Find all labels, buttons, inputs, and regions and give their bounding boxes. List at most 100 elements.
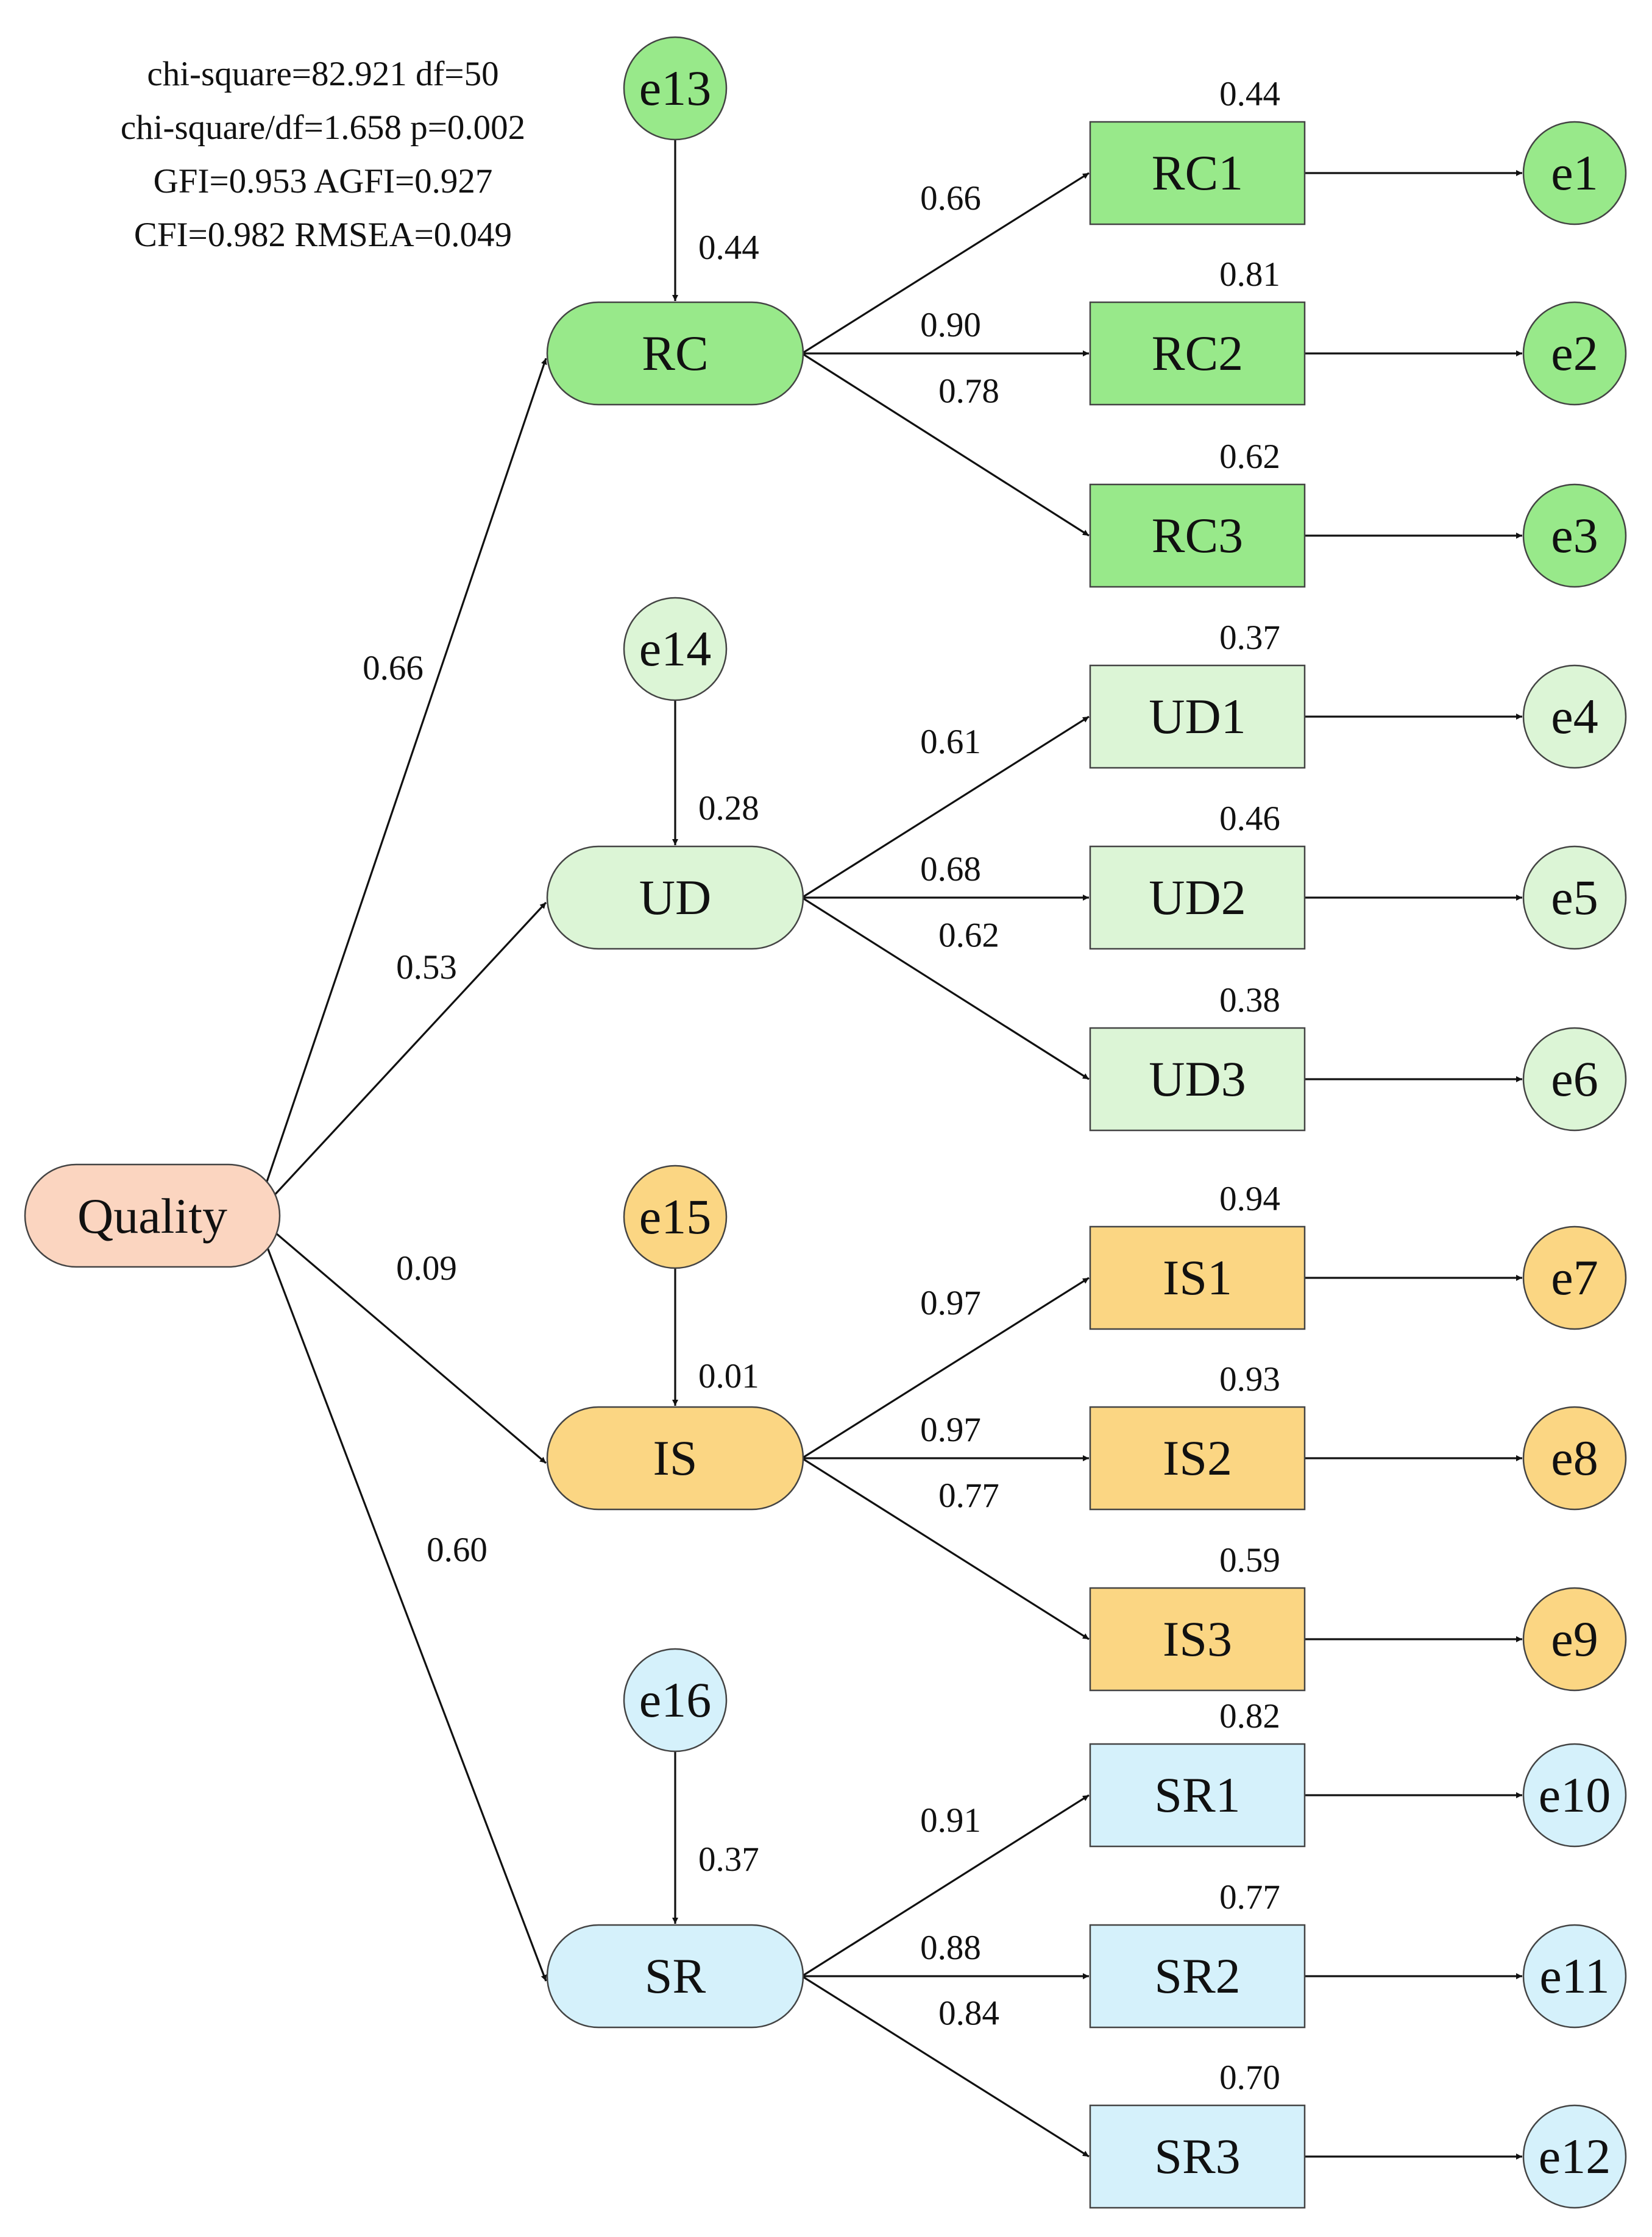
indicator-label: IS3: [1163, 1611, 1232, 1667]
indicator-UD3: UD3: [1089, 1027, 1306, 1132]
error-node-e1: e1: [1522, 121, 1627, 225]
indicator-RC2: RC2: [1089, 301, 1306, 406]
path-arrow-rc: [254, 358, 547, 1216]
error-circle: [1522, 664, 1627, 769]
loading-arrow-RC1: [801, 172, 1090, 355]
error-circle: [1522, 301, 1627, 406]
error-circle: [1522, 1027, 1627, 1132]
error-circle: [1522, 1587, 1627, 1692]
indicator-SR3: SR3: [1089, 2104, 1306, 2209]
loading-arrow-SR3: [801, 1975, 1090, 2158]
error-node-e8: e8: [1522, 1406, 1627, 1511]
r-squared-IS1: 0.94: [1219, 1180, 1280, 1218]
indicator-box: [1089, 1027, 1306, 1132]
error-coefficient-e13: 0.44: [698, 229, 759, 267]
loading-arrow-RC3: [801, 352, 1090, 537]
indicator-IS1: IS1: [1089, 1225, 1306, 1330]
r-squared-IS3: 0.59: [1219, 1541, 1280, 1579]
loading-coefficient-RC3: 0.78: [938, 372, 999, 411]
error-circle: [1522, 1924, 1627, 2029]
indicator-label: RC2: [1152, 325, 1243, 381]
error-circle: [1522, 1225, 1627, 1330]
fit-statistics: chi-square=82.921 df=50 chi-square/df=1.…: [121, 55, 525, 254]
indicator-box: [1089, 2104, 1306, 2209]
loading-coefficient-RC2: 0.90: [920, 306, 981, 344]
path-coefficient-ud: 0.53: [396, 948, 457, 987]
indicator-label: IS1: [1163, 1250, 1232, 1305]
indicator-label: UD2: [1149, 870, 1246, 925]
error-label: e13: [639, 60, 711, 116]
error-label: e11: [1539, 1948, 1609, 2004]
indicator-IS2: IS2: [1089, 1406, 1306, 1511]
indicator-label: SR2: [1154, 1948, 1240, 2004]
indicator-label: SR1: [1154, 1767, 1240, 1823]
path-coefficient-sr: 0.60: [427, 1531, 487, 1569]
indicator-box: [1089, 1743, 1306, 1848]
loading-coefficient-UD1: 0.61: [920, 723, 981, 761]
error-node-e5: e5: [1522, 845, 1627, 950]
indicator-box: [1089, 483, 1306, 588]
error-circle: [1522, 1743, 1627, 1848]
loading-arrow-IS1: [801, 1277, 1090, 1459]
error-node-e13: e13: [623, 36, 728, 141]
fit-stat-line: CFI=0.982 RMSEA=0.049: [134, 216, 512, 254]
indicator-SR2: SR2: [1089, 1924, 1306, 2029]
loading-arrow-SR1: [801, 1794, 1090, 1977]
indicator-box: [1089, 1225, 1306, 1330]
fit-stat-line: chi-square=82.921 df=50: [147, 55, 498, 93]
indicator-box: [1089, 1406, 1306, 1511]
error-circle: [623, 1165, 728, 1269]
error-label: e7: [1551, 1250, 1598, 1305]
loading-arrow-UD3: [801, 896, 1090, 1080]
latent-node-shape: [546, 301, 804, 406]
error-node-e2: e2: [1522, 301, 1627, 406]
r-squared-IS2: 0.93: [1219, 1360, 1280, 1399]
loading-arrow-IS3: [801, 1457, 1090, 1640]
indicator-label: UD1: [1149, 689, 1246, 744]
error-node-e11: e11: [1522, 1924, 1627, 2029]
r-squared-UD1: 0.37: [1219, 619, 1280, 657]
indicator-RC1: RC1: [1089, 121, 1306, 225]
path-arrow-ud: [254, 901, 547, 1217]
indicator-box: [1089, 845, 1306, 950]
error-label: e2: [1551, 325, 1598, 381]
error-circle: [623, 1648, 728, 1753]
loading-coefficient-RC1: 0.66: [920, 179, 981, 218]
indicator-label: RC1: [1152, 145, 1243, 200]
path-arrow-is: [254, 1214, 547, 1464]
error-node-e7: e7: [1522, 1225, 1627, 1330]
indicator-box: [1089, 121, 1306, 225]
indicator-UD2: UD2: [1089, 845, 1306, 950]
loading-coefficient-UD3: 0.62: [938, 916, 999, 954]
error-label: e10: [1539, 1767, 1611, 1823]
error-label: e8: [1551, 1430, 1598, 1486]
r-squared-UD2: 0.46: [1219, 799, 1280, 838]
error-node-e6: e6: [1522, 1027, 1627, 1132]
r-squared-UD3: 0.38: [1219, 981, 1280, 1019]
indicator-RC3: RC3: [1089, 483, 1306, 588]
error-node-e15: e15: [623, 1165, 728, 1269]
path-coefficient-is: 0.09: [396, 1249, 457, 1288]
indicator-label: IS2: [1163, 1430, 1232, 1486]
indicator-label: SR3: [1154, 2129, 1240, 2184]
coefficient-labels: 0.660.440.660.440.900.810.780.620.530.28…: [363, 75, 1280, 2097]
latent-label: IS: [653, 1430, 698, 1486]
error-circle: [1522, 1406, 1627, 1511]
error-label: e5: [1551, 870, 1598, 925]
loading-coefficient-UD2: 0.68: [920, 850, 981, 888]
r-squared-RC2: 0.81: [1219, 255, 1280, 294]
indicator-IS3: IS3: [1089, 1587, 1306, 1692]
latent-is: IS: [546, 1406, 804, 1511]
quality-label: Quality: [77, 1188, 227, 1244]
quality-node-shape: [24, 1163, 281, 1268]
error-node-e10: e10: [1522, 1743, 1627, 1848]
error-circle: [1522, 845, 1627, 950]
error-node-e14: e14: [623, 597, 728, 701]
r-squared-RC3: 0.62: [1219, 438, 1280, 476]
latent-rc: RC: [546, 301, 804, 406]
error-circle: [1522, 121, 1627, 225]
indicator-box: [1089, 1587, 1306, 1692]
loading-coefficient-IS3: 0.77: [938, 1477, 999, 1515]
error-node-e16: e16: [623, 1648, 728, 1753]
